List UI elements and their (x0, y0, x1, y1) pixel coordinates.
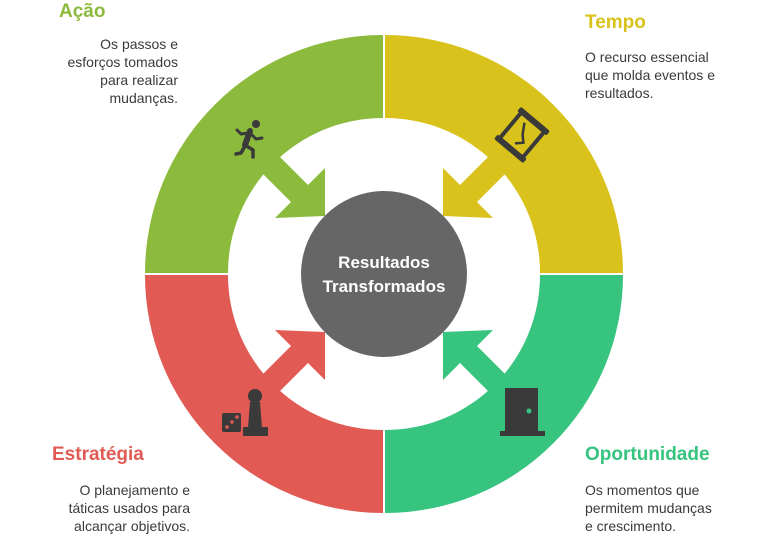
desc-line: que molda eventos e (585, 67, 715, 83)
segment-title-oportunidade: Oportunidade (585, 444, 710, 465)
desc-line: mudanças. (109, 90, 178, 106)
desc-line: Os passos e (100, 36, 178, 52)
segment-description-estrategia: O planejamento e táticas usados para alc… (0, 481, 190, 535)
desc-line: e crescimento. (585, 518, 677, 534)
segment-title-estrategia: Estratégia (52, 444, 144, 465)
segment-title-acao: Ação (59, 1, 106, 22)
center-title-line1: Resultados (338, 253, 430, 272)
segment-acao (145, 35, 383, 273)
desc-line: táticas usados para (68, 500, 190, 516)
arrow-oportunidade (443, 330, 513, 399)
desc-line: permitem mudanças (585, 500, 712, 516)
chess-pawn-dice-icon (222, 389, 268, 436)
desc-line: para realizar (100, 72, 178, 88)
arrow-estrategia (255, 330, 325, 399)
segment-description-acao: Os passos e esforços tomados para realiz… (0, 35, 179, 107)
hourglass-icon (494, 107, 550, 163)
desc-line: O recurso essencial (585, 49, 709, 65)
segment-estrategia (145, 275, 383, 513)
desc-line: esforços tomados (67, 54, 179, 70)
center-title-line2: Transformados (323, 277, 446, 296)
segment-tempo (385, 35, 623, 273)
door-icon (500, 388, 545, 436)
segment-title-tempo: Tempo (585, 12, 646, 33)
arrow-tempo (443, 149, 513, 218)
desc-line: O planejamento e (79, 482, 190, 498)
desc-line: resultados. (585, 85, 654, 101)
desc-line: alcançar objetivos. (74, 518, 190, 534)
arrow-acao (255, 149, 325, 218)
segment-description-oportunidade: Os momentos que permitem mudanças e cres… (585, 481, 770, 535)
segment-oportunidade (385, 275, 623, 513)
center-hub (301, 191, 467, 357)
running-person-icon (234, 120, 264, 159)
desc-line: Os momentos que (585, 482, 700, 498)
segment-description-tempo: O recurso essencial que molda eventos e … (585, 48, 765, 102)
